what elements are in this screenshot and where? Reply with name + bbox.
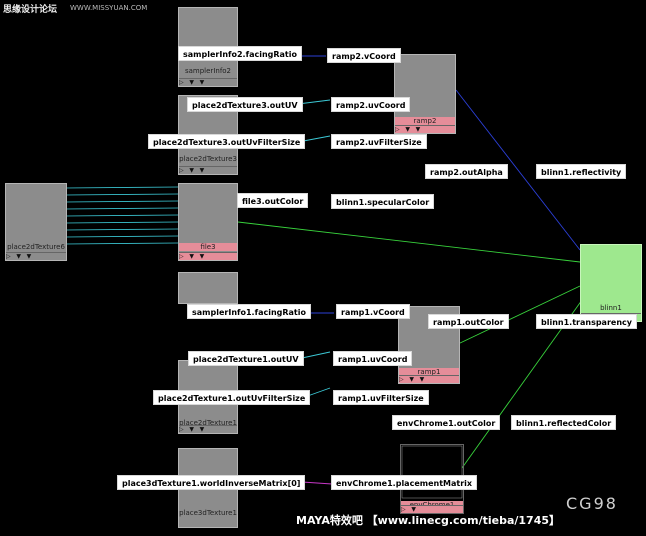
node-label: place2dTexture1: [179, 419, 237, 427]
node-label: file3: [179, 243, 237, 251]
node-port-bar[interactable]: ▷ ▼ ▼: [179, 78, 237, 86]
label-ramp1-outcolor: ramp1.outColor: [428, 314, 509, 329]
label-samplerinfo2-facingratio: samplerInfo2.facingRatio: [178, 46, 302, 61]
node-label: samplerInfo2: [184, 67, 232, 75]
watermark-cg-logo: CG98: [566, 494, 618, 513]
node-label: place2dTexture3: [179, 155, 237, 163]
label-place2dtexture1-outuvfiltersize: place2dTexture1.outUvFilterSize: [153, 390, 311, 405]
short-connections: [297, 55, 334, 485]
label-ramp1-uvfiltersize: ramp1.uvFilterSize: [333, 390, 429, 405]
label-file3-outcolor: file3.outColor: [237, 193, 309, 208]
label-place2dtexture3-outuvfiltersize: place2dTexture3.outUvFilterSize: [148, 134, 306, 149]
label-envchrome1-outcolor: envChrome1.outColor: [392, 415, 501, 430]
label-ramp2-uvfiltersize: ramp2.uvFilterSize: [331, 134, 427, 149]
label-blinn1-specularcolor: blinn1.specularColor: [331, 194, 435, 209]
label-blinn1-transparency: blinn1.transparency: [536, 314, 637, 329]
node-port-bar[interactable]: ▷ ▼ ▼: [179, 252, 237, 260]
node-ramp2[interactable]: ramp2 ▷ ▼ ▼: [394, 54, 456, 134]
node-label: ramp2: [395, 117, 455, 125]
node-port-bar[interactable]: ▷ ▼: [401, 505, 463, 513]
node-file3[interactable]: file3 ▷ ▼ ▼: [178, 183, 238, 261]
label-place2dtexture1-outuv: place2dTexture1.outUV: [188, 351, 304, 366]
watermark-bottom: MAYA特效吧 【www.linecg.com/tieba/1745】: [296, 514, 561, 527]
label-ramp2-vcoord: ramp2.vCoord: [327, 48, 401, 63]
label-blinn1-reflectivity: blinn1.reflectivity: [536, 164, 627, 179]
node-port-bar[interactable]: ▷ ▼ ▼: [6, 252, 66, 260]
place2dtexture6-fanout-connections: [65, 186, 179, 245]
node-blinn1[interactable]: blinn1 ▷ ▼ ▼: [580, 244, 642, 322]
node-port-bar[interactable]: ▷ ▼ ▼: [179, 425, 237, 433]
node-port-bar[interactable]: ▷ ▼ ▼: [395, 125, 455, 133]
node-place2dtexture6[interactable]: place2dTexture6 ▷ ▼ ▼: [5, 183, 67, 261]
node-port-bar[interactable]: ▷ ▼ ▼: [179, 166, 237, 174]
label-samplerinfo1-facingratio: samplerInfo1.facingRatio: [187, 304, 311, 319]
watermark-top-url: WWW.MISSYUAN.COM: [70, 4, 148, 12]
label-envchrome1-placementmatrix: envChrome1.placementMatrix: [331, 475, 478, 490]
node-label: blinn1: [581, 304, 641, 312]
label-place2dtexture3-outuv: place2dTexture3.outUV: [187, 97, 303, 112]
label-place3dtexture1-worldinversematrix: place3dTexture1.worldInverseMatrix[0]: [117, 475, 306, 490]
node-label: place3dTexture1: [179, 509, 237, 517]
label-ramp2-uvcoord: ramp2.uvCoord: [331, 97, 411, 112]
label-ramp2-outalpha: ramp2.outAlpha: [425, 164, 508, 179]
node-samplerinfo1[interactable]: [178, 272, 238, 304]
node-port-bar[interactable]: ▷ ▼ ▼: [399, 375, 459, 383]
watermark-top-left: 思缘设计论坛: [3, 5, 58, 15]
label-ramp1-vcoord: ramp1.vCoord: [336, 304, 410, 319]
label-blinn1-reflectedcolor: blinn1.reflectedColor: [511, 415, 617, 430]
node-label: ramp1: [399, 368, 459, 376]
label-ramp1-uvcoord: ramp1.uvCoord: [333, 351, 413, 366]
node-label: place2dTexture6: [7, 243, 65, 251]
